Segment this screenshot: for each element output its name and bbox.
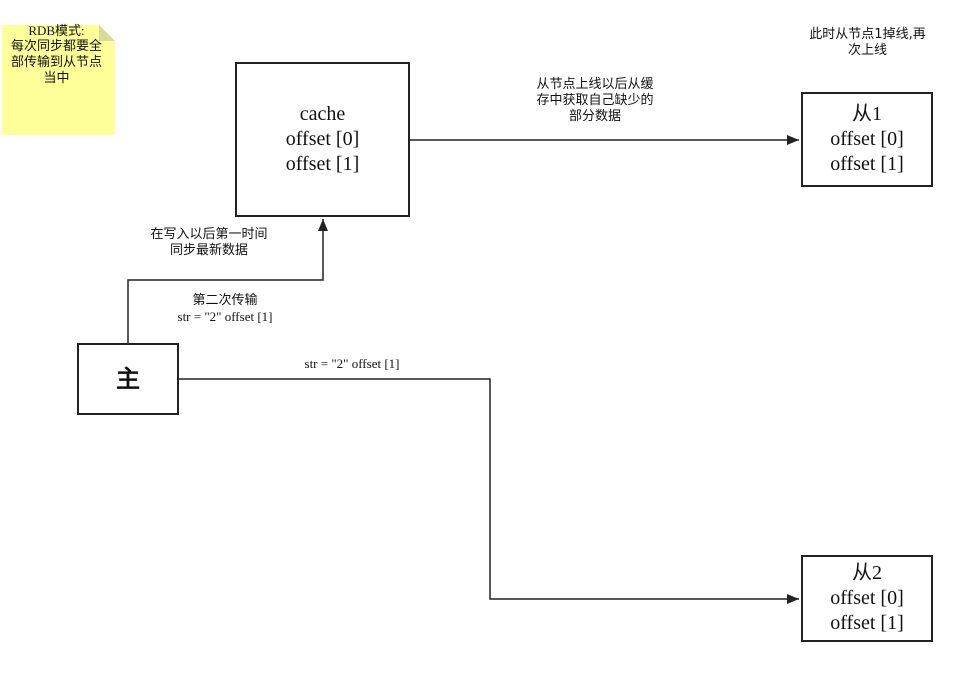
note-fold bbox=[99, 25, 115, 41]
cache-offset-0: offset [0] bbox=[285, 128, 360, 150]
label-line: str = "2" offset [1] bbox=[304, 356, 400, 371]
slave2-node: 从2 offset [0] offset [1] bbox=[801, 555, 933, 642]
label-master-to-slave2: str = "2" offset [1] bbox=[282, 356, 422, 372]
cache-node: cache offset [0] offset [1] bbox=[235, 62, 410, 217]
cache-title: cache bbox=[299, 103, 346, 125]
note-line: 每次同步都要全 bbox=[10, 39, 102, 54]
note-line: 部传输到从节点 bbox=[10, 55, 102, 70]
master-title: 主 bbox=[116, 364, 140, 393]
slave1-title: 从1 bbox=[852, 103, 882, 125]
label-second-transfer: 第二次传输 str = "2" offset [1] bbox=[155, 293, 295, 325]
edge-master-to-slave2 bbox=[179, 378, 799, 604]
slave1-node: 从1 offset [0] offset [1] bbox=[801, 92, 933, 187]
slave2-offset-0: offset [0] bbox=[830, 587, 904, 609]
note-text: RDB模式: 每次同步都要全 部传输到从节点 当中 bbox=[4, 23, 109, 87]
slave1-offset-0: offset [0] bbox=[830, 128, 904, 150]
edge-master-to-cache bbox=[127, 219, 328, 343]
label-line: 从节点上线以后从缓 bbox=[536, 77, 654, 92]
label-line: 在写入以后第一时间 bbox=[150, 227, 268, 242]
label-master-to-cache: 在写入以后第一时间 同步最新数据 bbox=[140, 227, 278, 259]
cache-offset-1: offset [1] bbox=[285, 153, 360, 175]
label-line: str = "2" offset [1] bbox=[177, 309, 273, 324]
slave1-offset-1: offset [1] bbox=[830, 153, 904, 175]
label-line: 部分数据 bbox=[568, 109, 621, 124]
slave2-title: 从2 bbox=[852, 562, 882, 584]
label-line: 次上线 bbox=[847, 43, 887, 58]
note-line: 当中 bbox=[43, 71, 70, 86]
label-line: 存中获取自己缺少的 bbox=[536, 93, 654, 108]
note-shape bbox=[2, 25, 115, 135]
slave2-offset-1: offset [1] bbox=[830, 612, 904, 634]
note-line: RDB模式: bbox=[28, 23, 85, 38]
label-line: 此时从节点1掉线,再 bbox=[809, 27, 926, 42]
master-node: 主 bbox=[77, 343, 179, 415]
label-cache-to-slave1: 从节点上线以后从缓 存中获取自己缺少的 部分数据 bbox=[525, 77, 665, 125]
label-line: 第二次传输 bbox=[192, 293, 258, 308]
label-slave1-offline: 此时从节点1掉线,再 次上线 bbox=[800, 27, 935, 59]
label-line: 同步最新数据 bbox=[169, 243, 248, 258]
